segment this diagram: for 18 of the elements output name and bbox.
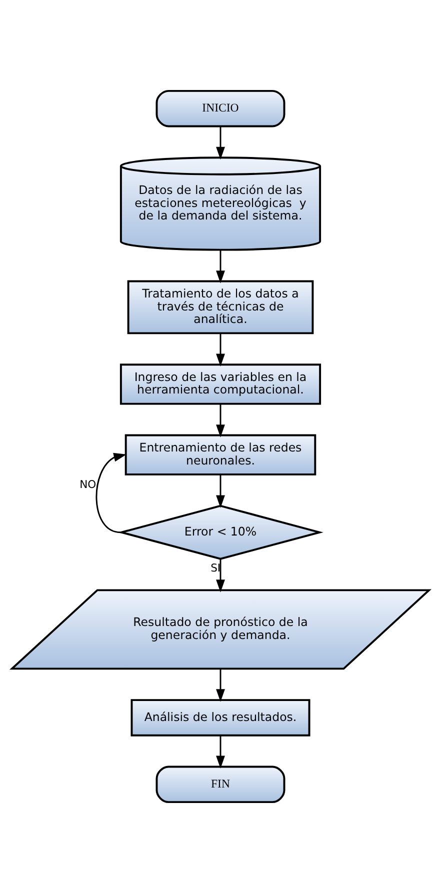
arrow bbox=[216, 126, 225, 160]
arrow bbox=[216, 403, 225, 437]
edge-label: SI bbox=[210, 560, 221, 574]
arrow bbox=[216, 735, 225, 768]
arrow bbox=[216, 668, 225, 702]
node-box: Entrenamiento de las redes neuronales. bbox=[124, 434, 316, 475]
node-box: INICIO bbox=[156, 89, 286, 127]
node-box: Análisis de los resultados. bbox=[130, 698, 310, 736]
node-box: FIN bbox=[156, 765, 286, 803]
node-diamond: Error < 10% bbox=[118, 504, 324, 560]
edge-label: NO bbox=[80, 478, 96, 491]
arrow bbox=[96, 452, 127, 533]
arrow bbox=[216, 558, 225, 592]
arrow bbox=[216, 474, 225, 508]
node-box: Tratamiento de los datos a través de técnicas de analítica. bbox=[127, 280, 314, 334]
arrow bbox=[216, 250, 225, 283]
node-box: Ingreso de las variables en la herramienta computacional. bbox=[120, 363, 322, 404]
arrow bbox=[216, 333, 225, 366]
